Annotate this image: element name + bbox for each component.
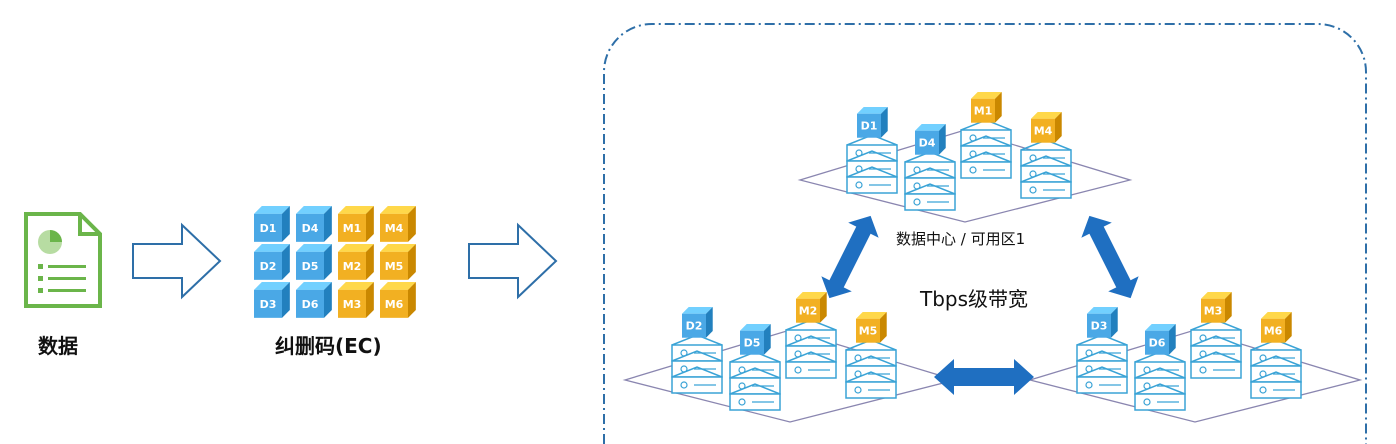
block-label: D5 <box>302 260 319 273</box>
block-label: M1 <box>974 105 993 118</box>
block-m6: M6 <box>1261 312 1292 343</box>
block-label: M2 <box>343 260 362 273</box>
server-icon <box>1250 339 1302 399</box>
block-d6: D6 <box>1145 324 1176 355</box>
server-icon <box>785 319 837 379</box>
block-d5: D5 <box>740 324 771 355</box>
server-icon <box>1190 319 1242 379</box>
block-label: D1 <box>861 120 878 133</box>
ec-block-d1: D1 <box>254 206 290 242</box>
region-border <box>603 23 1367 444</box>
block-label: M2 <box>799 305 818 318</box>
block-d3: D3 <box>1087 307 1118 338</box>
server-icon <box>846 134 898 194</box>
block-label: M6 <box>1264 325 1283 338</box>
server-icon <box>729 351 781 411</box>
block-label: D4 <box>302 222 319 235</box>
block-d1: D1 <box>857 107 888 138</box>
block-label: M6 <box>385 298 404 311</box>
ec-block-m5: M5 <box>380 244 416 280</box>
block-label: M1 <box>343 222 362 235</box>
block-label: D2 <box>686 320 703 333</box>
block-label: D6 <box>302 298 319 311</box>
block-d2: D2 <box>682 307 713 338</box>
ec-block-d6: D6 <box>296 282 332 318</box>
block-label: D4 <box>919 137 936 150</box>
flow-arrow-1 <box>132 222 222 300</box>
server-icon <box>671 334 723 394</box>
ec-block-m1: M1 <box>338 206 374 242</box>
bandwidth-arrows <box>821 215 1139 395</box>
block-m3: M3 <box>1201 292 1232 323</box>
ec-label: 纠删码(EC) <box>275 334 382 358</box>
block-label: M4 <box>1034 125 1053 138</box>
block-label: D6 <box>1149 337 1166 350</box>
block-label: D3 <box>1091 320 1108 333</box>
flow-arrow-2 <box>468 222 558 300</box>
ec-block-m2: M2 <box>338 244 374 280</box>
server-icon <box>960 119 1012 179</box>
block-m2: M2 <box>796 292 827 323</box>
server-icon <box>904 151 956 211</box>
server-icon <box>1020 139 1072 199</box>
block-label: M3 <box>1204 305 1223 318</box>
block-d4: D4 <box>915 124 946 155</box>
block-label: M5 <box>385 260 404 273</box>
bandwidth-label: Tbps级带宽 <box>920 287 1029 311</box>
block-label: D3 <box>260 298 277 311</box>
block-m4: M4 <box>1031 112 1062 143</box>
document-icon <box>24 212 102 308</box>
ec-block-m3: M3 <box>338 282 374 318</box>
datacenter-label: 数据中心 / 可用区1 <box>896 230 1026 248</box>
data-label: 数据 <box>38 334 78 358</box>
block-label: D5 <box>744 337 761 350</box>
ec-block-d3: D3 <box>254 282 290 318</box>
ec-block-d4: D4 <box>296 206 332 242</box>
block-label: M3 <box>343 298 362 311</box>
ec-block-m4: M4 <box>380 206 416 242</box>
ec-block-d2: D2 <box>254 244 290 280</box>
block-label: D2 <box>260 260 277 273</box>
block-m1: M1 <box>971 92 1002 123</box>
block-label: M5 <box>859 325 878 338</box>
block-label: D1 <box>260 222 277 235</box>
ec-block-m6: M6 <box>380 282 416 318</box>
server-icon <box>1076 334 1128 394</box>
block-label: M4 <box>385 222 404 235</box>
block-m5: M5 <box>856 312 887 343</box>
ec-block-d5: D5 <box>296 244 332 280</box>
server-icon <box>1134 351 1186 411</box>
